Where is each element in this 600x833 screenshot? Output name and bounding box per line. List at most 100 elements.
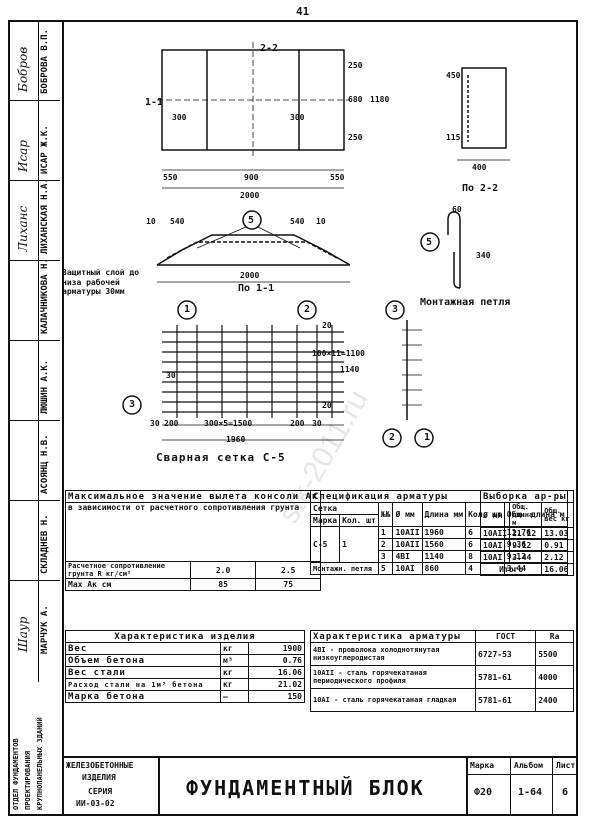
cut-1-1-marker: 1-1 [145,97,164,108]
product-table-title: Характеристика изделия [65,630,305,643]
loop-label: Монтажная петля [420,297,511,308]
stamp-marka-label: Марка [470,761,495,770]
strip-divider [10,20,60,21]
strip-name: АСОЯНЦ Н.В. [40,434,50,494]
table-row: 10АII - сталь горячекатаная периодическо… [310,665,574,689]
title-block [62,756,578,816]
console-row2-label: Max Aк см [65,578,191,591]
mesh-callout-2 [297,300,317,320]
strip-name: ЛЮШИН А.К. [40,359,50,414]
strip-signature: Исар [16,139,30,172]
dim-680: 680 [348,95,363,104]
strip-name: МАРЧУК А. [40,605,50,654]
side-callout-1-text: 1 [424,432,431,443]
strip-name: КАЛАЧНИКОВА Н. [40,258,50,334]
loop-callout-5: 5 [426,237,433,248]
stamp-left-4: ИИ-03-02 [76,799,115,808]
dim-mesh-30-b: 30 [312,419,322,428]
protective-note: Защитный слой до низа рабочей арматуры 3… [62,268,140,297]
dim-400: 400 [472,163,487,172]
strip-name: БОБРОВА В.П. [40,28,50,94]
stamp-left-3: СЕРИЯ [88,787,113,796]
dim-250-b: 250 [348,133,363,142]
cut-2-2-marker: 2-2 [260,43,279,54]
drawing-frame [62,20,578,816]
strip-name: СКЛАДНЕВ Н. [40,514,50,574]
mesh-callout-3-text: 3 [129,399,136,410]
callout-5: 5 [248,215,255,226]
page-number: 41 [296,5,310,18]
technical-drawings [122,42,510,448]
dim-450: 450 [446,71,461,80]
strip-divider [10,580,60,581]
dim-mesh-1100: 100×11=1100 [312,349,365,358]
callout-5-circle [242,210,262,230]
strip-name: ЛИХАНСКАЯ Н.А. [40,178,50,254]
strip-divider [10,420,60,421]
spec-h-num: №№ [377,502,394,527]
console-table-title: Максимальное значение вылета консоли Aк [64,490,322,503]
side-callout-3-text: 3 [392,304,399,315]
stamp-left-1: ЖЕЛЕЗОБЕТОННЫЕ [66,761,134,770]
stamp-album-label: Альбом [514,761,543,770]
dim-mesh-20-a: 20 [322,321,332,330]
dim-550-a: 550 [163,173,178,182]
org-line-2: ПРОЕКТИРОВАНИЯ [24,750,32,810]
dim-300-b: 300 [290,113,305,122]
dim-550-b: 550 [330,173,345,182]
dim-250-a: 250 [348,61,363,70]
rebar-table: Характеристика арматуры ГОСТ Rа 4ВI - пр… [310,630,574,712]
dim-2000-section: 2000 [240,271,260,280]
mesh-callout-1 [177,300,197,320]
org-line-1: ОТДЕЛ ФУНДАМЕНТОВ [12,738,20,810]
mesh-callout-1-text: 1 [184,304,191,315]
dim-900: 900 [244,173,259,182]
console-table: Максимальное значение вылета консоли Aк … [64,490,322,591]
dim-2000: 2000 [240,191,260,200]
dim-540-b: 540 [290,217,305,226]
side-callout-2-text: 2 [389,432,396,443]
left-strip [8,20,64,816]
spec-h-diam: Ø мм [392,502,423,527]
console-row2-v1: 85 [189,578,257,591]
console-row1-v1: 2.0 [189,561,257,579]
dim-mesh-200-b: 200 [290,419,305,428]
dim-10-a: 10 [146,217,156,226]
section-1-1-outline [156,234,351,266]
strip-signature: Лиханс [16,205,30,252]
spec-h-mark-qty: Кол. шт [339,514,379,527]
mesh-label: Сварная сетка С-5 [156,451,286,464]
stamp-left-2: ИЗДЕЛИЯ [82,773,116,782]
dim-60: 60 [452,205,462,214]
loop-drawing [447,211,461,289]
dim-540-a: 540 [170,217,185,226]
section-2-2-label: По 2-2 [462,183,499,194]
console-row2-v2: 75 [255,578,322,591]
dim-mesh-20-b: 20 [322,401,332,410]
console-row1-label: Расчетное сопротивление грунта R кг/см² [65,561,191,579]
loop-callout-circle [420,232,440,252]
sample-table-title: Выборка ар-ры [480,490,574,503]
mesh-callout-2-text: 2 [304,304,311,315]
strip-signature: Шаур [16,616,30,653]
dim-300-a: 300 [172,113,187,122]
dim-mesh-200-a: 200 [164,419,179,428]
stamp-album-value: 1-64 [518,787,543,798]
dim-mesh-30-a: 30 [150,419,160,428]
strip-divider [10,340,60,341]
dim-115: 115 [446,133,461,142]
spec-h-mesh: Сетка [310,502,379,515]
stamp-title: ФУНДАМЕНТНЫЙ БЛОК [186,776,425,800]
strip-divider [10,260,60,261]
dim-1180: 1180 [370,95,390,104]
strip-divider [10,180,60,181]
strip-divider [10,100,60,101]
